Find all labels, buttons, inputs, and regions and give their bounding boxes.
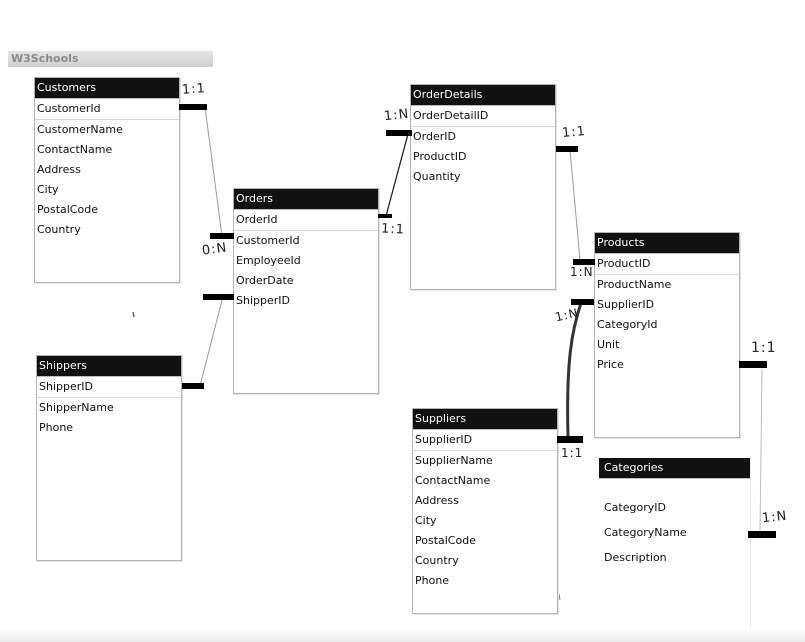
field: Phone [39, 421, 74, 434]
field: CategoryID [604, 501, 666, 514]
connector-tick [378, 214, 392, 218]
field: SupplierID [413, 430, 557, 451]
field: PostalCode [415, 534, 476, 547]
field: City [37, 183, 59, 196]
table-suppliers: Suppliers SupplierID SupplierName Contac… [412, 408, 558, 614]
line-orderdetails-products [569, 149, 581, 261]
connector-tick [179, 104, 207, 110]
field: Address [37, 163, 81, 176]
connector-tick [748, 531, 776, 538]
field-list: ShipperID ShipperName Phone [37, 377, 181, 438]
field-list: SupplierID SupplierName ContactName Addr… [413, 430, 557, 591]
connector-tick [571, 299, 594, 305]
table-shippers: Shippers ShipperID ShipperName Phone [36, 355, 182, 561]
field: CategoryName [604, 526, 687, 539]
table-header: Products [595, 233, 739, 254]
field: ContactName [37, 143, 113, 156]
field: ShipperID [37, 377, 181, 398]
field: ShipperName [39, 401, 114, 414]
cardinality-label: 1:1 [380, 221, 406, 238]
field: PostalCode [37, 203, 98, 216]
table-header: Orders [234, 189, 378, 210]
field: Country [415, 554, 459, 567]
line-orders-orderdetails [385, 133, 409, 217]
connector-tick [182, 383, 204, 389]
connector-tick [573, 259, 595, 265]
connector-tick [386, 130, 412, 136]
field-list: CustomerId CustomerName ContactName Addr… [35, 99, 179, 240]
line-products-categories [759, 368, 763, 533]
connector-tick [556, 146, 578, 152]
field: ProductName [597, 278, 672, 291]
table-products: Products ProductID ProductName SupplierI… [594, 232, 740, 438]
field-list: OrderId CustomerId EmployeeId OrderDate … [234, 210, 378, 311]
table-orderdetails: OrderDetails OrderDetailID OrderID Produ… [410, 84, 556, 290]
field: OrderDetailID [411, 106, 555, 127]
field: ProductID [413, 150, 467, 163]
field: CategoryId [597, 318, 658, 331]
field: City [415, 514, 437, 527]
field: Country [37, 223, 81, 236]
table-header: Shippers [37, 356, 181, 377]
cardinality-label: 1:1 [561, 123, 587, 142]
field: Description [604, 551, 667, 564]
line-customers-orders [204, 106, 223, 237]
stray-mark-bottom [558, 593, 561, 601]
table-header: Categories [599, 458, 750, 479]
table-orders: Orders OrderId CustomerId EmployeeId Ord… [233, 188, 379, 394]
field: OrderId [234, 210, 378, 231]
connector-tick [739, 361, 767, 368]
field: ShipperID [236, 294, 290, 307]
field-list: CategoryID CategoryName Description [599, 479, 750, 570]
table-customers: Customers CustomerId CustomerName Contac… [34, 77, 180, 283]
field: SupplierName [415, 454, 493, 467]
field: CustomerId [35, 99, 179, 120]
field-list: ProductID ProductName SupplierID Categor… [595, 254, 739, 375]
field: EmployeeId [236, 254, 301, 267]
field: Address [415, 494, 459, 507]
connector-tick [203, 294, 234, 300]
cardinality-label: 1:1 [751, 340, 777, 356]
cardinality-label: 1:1 [181, 81, 207, 98]
site-label: W3Schools [8, 51, 213, 67]
line-products-suppliers [566, 302, 583, 438]
field: Phone [415, 574, 450, 587]
cardinality-label: 1:N [761, 508, 789, 527]
field: ProductID [595, 254, 739, 275]
field: Unit [597, 338, 620, 351]
table-header: OrderDetails [411, 85, 555, 106]
field: CustomerName [37, 123, 123, 136]
field: OrderDate [236, 274, 294, 287]
field: Quantity [413, 170, 461, 183]
connector-tick [557, 436, 583, 443]
field-list: OrderDetailID OrderID ProductID Quantity [411, 106, 555, 187]
field: OrderID [413, 130, 456, 143]
cardinality-label: 1:1 [561, 446, 584, 460]
field: CustomerId [236, 234, 300, 247]
cardinality-label: 1:N [383, 106, 411, 125]
line-orders-shippers [199, 299, 223, 387]
page-bottom-edge [0, 628, 805, 642]
cardinality-label: 1:N [570, 265, 594, 279]
stray-mark [132, 311, 135, 318]
connector-tick [210, 233, 234, 239]
table-header: Suppliers [413, 409, 557, 430]
field: Price [597, 358, 624, 371]
table-header: Customers [35, 78, 179, 99]
field: ContactName [415, 474, 491, 487]
table-categories: Categories CategoryID CategoryName Descr… [599, 458, 751, 634]
field: SupplierID [597, 298, 655, 311]
